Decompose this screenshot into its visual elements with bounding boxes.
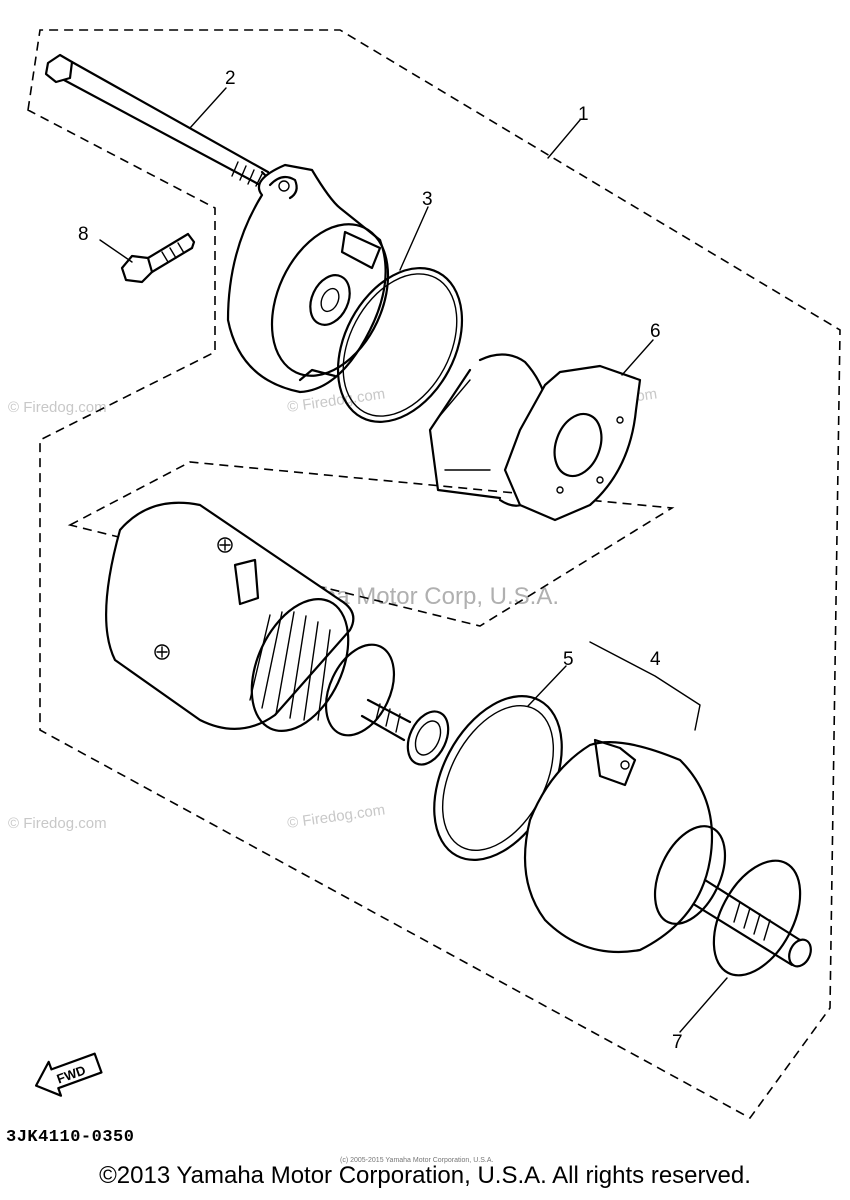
leader-lines [99,87,728,1033]
callout-5: 5 [563,649,574,670]
callout-8: 8 [78,224,89,245]
o-ring-3 [336,267,464,423]
through-bolt [44,53,272,190]
callout-2: 2 [225,68,236,89]
callout-6: 6 [650,321,661,342]
brush-plate [503,364,642,522]
watermark-text: © Firedog.com [8,399,107,416]
part-code: 3JK4110-0350 [6,1128,135,1147]
watermark-text: © Firedog.com [8,815,107,832]
rear-cover [226,163,390,394]
fwd-arrow-icon: FWD [34,1052,103,1097]
callout-1: 1 [578,104,589,125]
motor-yoke [105,501,412,742]
callout-7: 7 [672,1032,683,1053]
callout-3: 3 [422,189,433,210]
copyright-notice: ©2013 Yamaha Motor Corporation, U.S.A. A… [99,1162,751,1189]
callout-4: 4 [650,649,661,670]
o-ring-7 [712,859,802,977]
flange-bolt [120,232,196,284]
assembly-outline [27,29,841,1120]
watermark-text: © Firedog.com [286,801,386,832]
washer [406,710,450,766]
tiny-copyright: (c) 2005-2015 Yamaha Motor Corporation, … [340,1157,494,1164]
front-cover [523,738,812,968]
brush-group-outline [67,461,675,627]
